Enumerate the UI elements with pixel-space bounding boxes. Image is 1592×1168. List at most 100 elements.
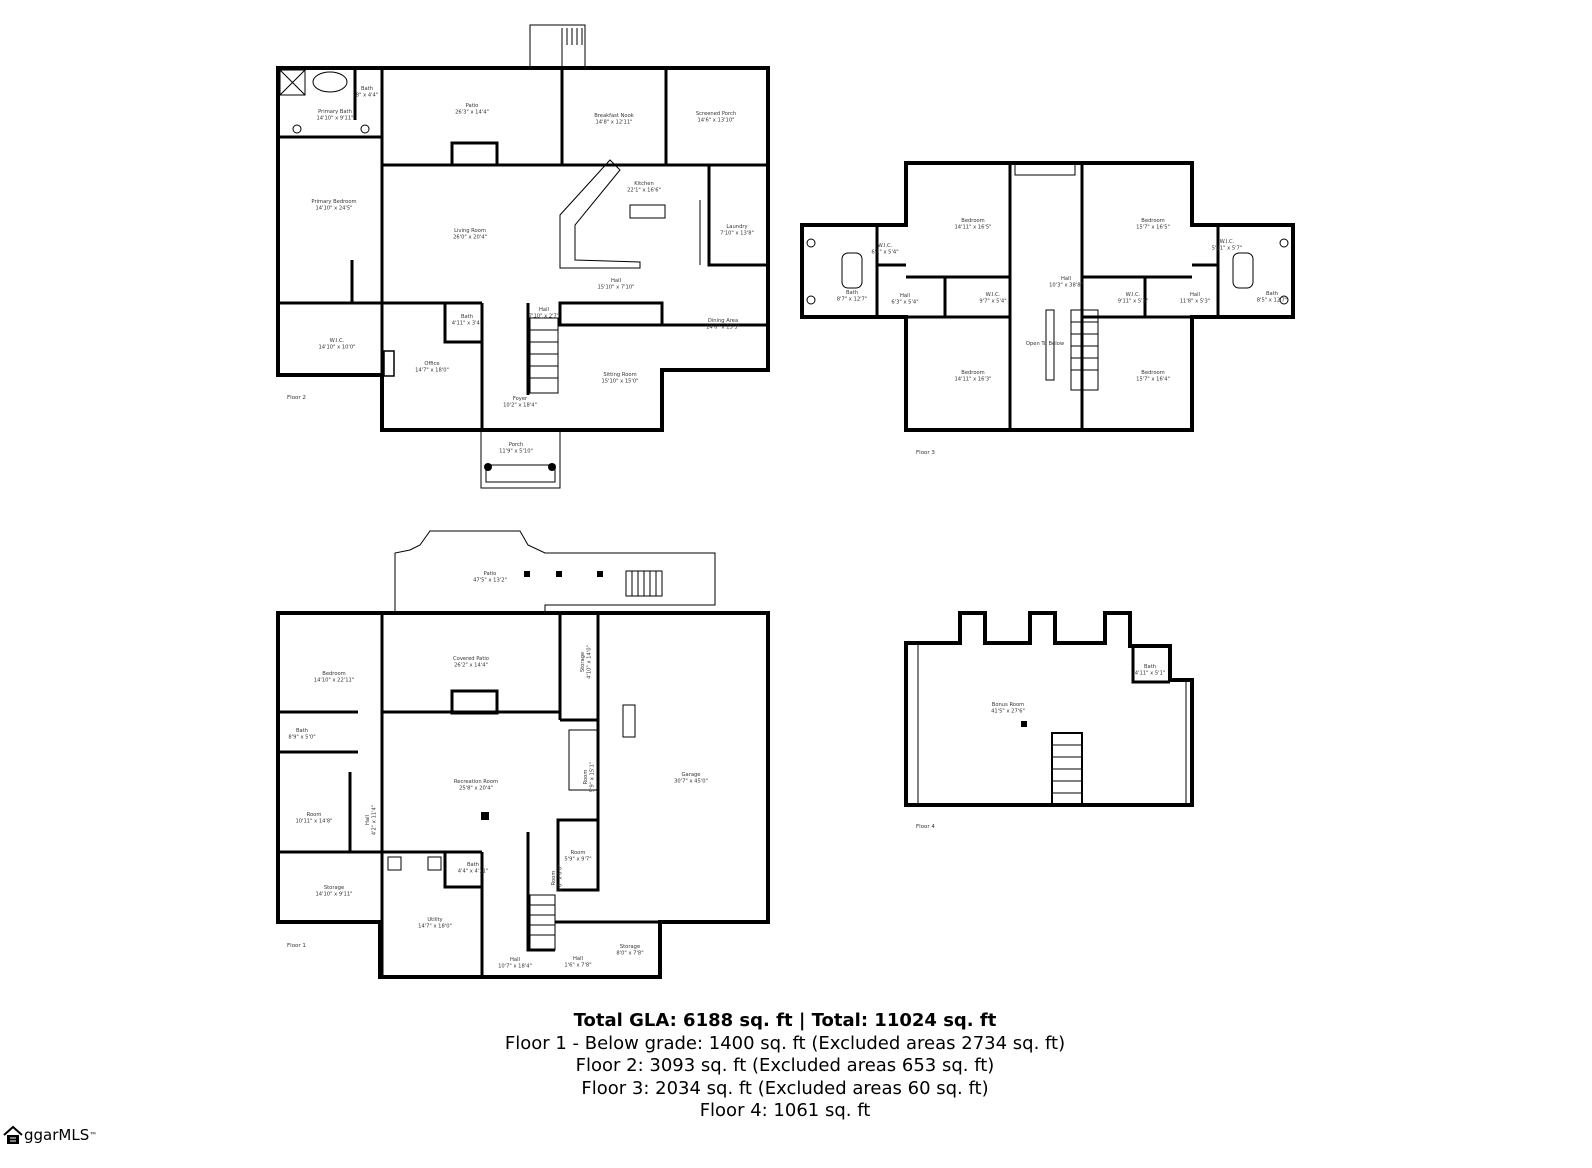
room-label: W.I.C.14'10" x 10'0" <box>318 338 355 351</box>
room-dimensions: 1'6" x 7'8" <box>564 963 591 969</box>
room-name: Garage <box>682 772 701 778</box>
room-name: Hall <box>510 957 520 963</box>
floor-1-area: Floor 1 - Below grade: 1400 sq. ft (Excl… <box>504 1032 1066 1054</box>
room-name: Foyer <box>513 396 528 402</box>
room-name: Bedroom <box>961 370 984 376</box>
total-gla: Total GLA: 6188 sq. ft | Total: 11024 sq… <box>573 1010 997 1031</box>
room-dimensions: 14'10" x 9'11" <box>316 116 353 122</box>
room-dimensions: 8" x 4'4" <box>356 93 378 99</box>
floor-label: Floor 1 <box>287 943 306 949</box>
room-label: W.I.C.9'7" x 5'4" <box>979 292 1006 305</box>
room-name: Bath <box>296 728 308 734</box>
room-name: Hall <box>539 307 549 313</box>
room-dimensions: 11'9" x 5'10" <box>499 449 533 455</box>
room-dimensions: 5'9" x 9'7" <box>564 857 591 863</box>
room-dimensions: 15'7" x 16'4" <box>1136 377 1170 383</box>
room-name: W.I.C. <box>878 243 893 249</box>
floor-1-plan <box>276 530 770 979</box>
room-dimensions: 9'11" x 5'3" <box>1118 299 1149 305</box>
room-name: W.I.C. <box>1220 239 1235 245</box>
room-name: Bath <box>461 314 473 320</box>
room-dimensions: 14'10" x 10'0" <box>318 345 355 351</box>
room-dimensions: 14'6" x 13'10" <box>697 118 734 124</box>
room-dimensions: 14'7" x 18'0" <box>415 368 449 374</box>
room-dimensions: 14'11" x 16'3" <box>954 377 991 383</box>
floor-label: Floor 3 <box>916 450 935 456</box>
room-dimensions: 5'11" x 5'7" <box>1212 246 1243 252</box>
room-name: Room <box>307 812 322 818</box>
room-name: Patio <box>466 103 479 109</box>
room-name: Room <box>551 871 557 886</box>
room-dimensions: 4'2" x 11'4" <box>372 805 378 836</box>
room-dimensions: 7'10" x 13'8" <box>720 231 754 237</box>
room-name: Recreation Room <box>454 779 498 785</box>
room-dimensions: 4'10" x 14'0" <box>587 645 593 679</box>
room-dimensions: 26'2" x 14'4" <box>454 663 488 669</box>
room-dimensions: 6'1" x 5'4" <box>871 250 898 256</box>
room-dimensions: 30'7" x 45'0" <box>674 779 708 785</box>
room-dimensions: 3'0" x 6'0" <box>558 864 564 891</box>
room-name: W.I.C. <box>330 338 345 344</box>
room-dimensions: 8'0" x 7'8" <box>616 951 643 957</box>
room-name: Hall <box>611 278 621 284</box>
room-name: Open To Below <box>1026 341 1065 347</box>
room-name: Bath <box>467 862 479 868</box>
room-dimensions: 8'7" x 12'7" <box>837 297 868 303</box>
room-dimensions: 25'8" x 20'4" <box>459 786 493 792</box>
room-name: Living Room <box>454 228 486 234</box>
room-dimensions: 15'10" x 15'0" <box>601 379 638 385</box>
area-summary: Total GLA: 6188 sq. ft | Total: 11024 sq… <box>0 1010 1570 1123</box>
room-dimensions: 7'10" x 2'7" <box>529 314 560 320</box>
room-name: Bath <box>1144 664 1156 670</box>
floor-label: Floor 2 <box>287 395 306 401</box>
room-name: W.I.C. <box>1126 292 1141 298</box>
room-dimensions: 11'8" x 5'3" <box>1180 299 1211 305</box>
room-name: W.I.C. <box>986 292 1001 298</box>
room-name: Bedroom <box>1141 370 1164 376</box>
room-name: Primary Bedroom <box>311 199 356 205</box>
floor-2-area: Floor 2: 3093 sq. ft (Excluded areas 653… <box>575 1055 995 1076</box>
room-dimensions: 6'3" x 5'4" <box>891 300 918 306</box>
room-dimensions: 4'11" x 5'1" <box>1135 671 1166 677</box>
room-name: Bedroom <box>1141 218 1164 224</box>
room-label: Storage4'10" x 14'0" <box>580 645 593 679</box>
room-dimensions: 22'1" x 16'6" <box>627 188 661 194</box>
room-dimensions: 14'10" x 24'5" <box>315 206 352 212</box>
room-name: Hall <box>1061 276 1071 282</box>
room-dimensions: 10'7" x 18'4" <box>498 964 532 970</box>
room-label: W.I.C.5'11" x 5'7" <box>1212 239 1243 252</box>
room-dimensions: 10'3" x 38'8" <box>1049 283 1083 289</box>
room-name: Bath <box>361 86 373 92</box>
floor-label: Floor 4 <box>916 824 935 830</box>
trademark: ™ <box>89 1130 98 1140</box>
room-name: Bonus Room <box>992 702 1024 708</box>
